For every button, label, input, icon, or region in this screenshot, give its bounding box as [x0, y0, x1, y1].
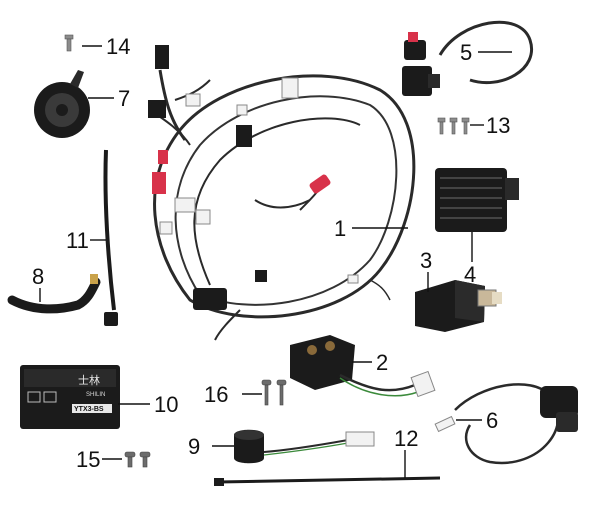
callout-labels: 1 2 3 4 5 6 7 8 9 10 11 12 13 14 15 16 — [32, 34, 510, 472]
ground-strap — [7, 274, 101, 314]
ignition-coil — [402, 20, 534, 96]
noise-suppressor — [234, 429, 375, 464]
regulator-rectifier — [435, 168, 519, 232]
callout-8: 8 — [32, 264, 44, 289]
callout-1: 1 — [334, 216, 346, 241]
callout-13: 13 — [486, 113, 510, 138]
cable-tie-long — [103, 149, 118, 326]
callout-4: 4 — [464, 262, 476, 287]
callout-9: 9 — [188, 434, 200, 459]
callout-15: 15 — [76, 447, 100, 472]
battery-model: YTX3-BS — [74, 406, 104, 413]
main-wiring-harness — [148, 45, 416, 341]
callout-7: 7 — [118, 86, 130, 111]
battery-brand-glyphs: 士林 — [78, 373, 100, 387]
battery: 士林 SHILIN YTX3-BS — [20, 365, 120, 429]
callout-10: 10 — [154, 392, 178, 417]
callout-5: 5 — [460, 40, 472, 65]
callout-6: 6 — [486, 408, 498, 433]
callout-3: 3 — [420, 248, 432, 273]
callout-12: 12 — [394, 426, 418, 451]
sensor-lead — [434, 383, 578, 465]
screw-14 — [64, 34, 74, 52]
leader-lines — [39, 45, 512, 478]
cdi-unit — [415, 280, 502, 332]
cable-tie-straight — [214, 476, 441, 486]
callout-2: 2 — [376, 350, 388, 375]
horn — [34, 70, 90, 138]
starter-relay — [290, 335, 436, 398]
battery-brand-sub: SHILIN — [86, 392, 105, 398]
callout-16: 16 — [204, 382, 228, 407]
screw-set-16 — [261, 379, 287, 406]
callout-11: 11 — [66, 228, 89, 253]
callout-14: 14 — [106, 34, 130, 59]
screw-set-15 — [124, 451, 151, 468]
screw-set-13 — [437, 117, 470, 135]
